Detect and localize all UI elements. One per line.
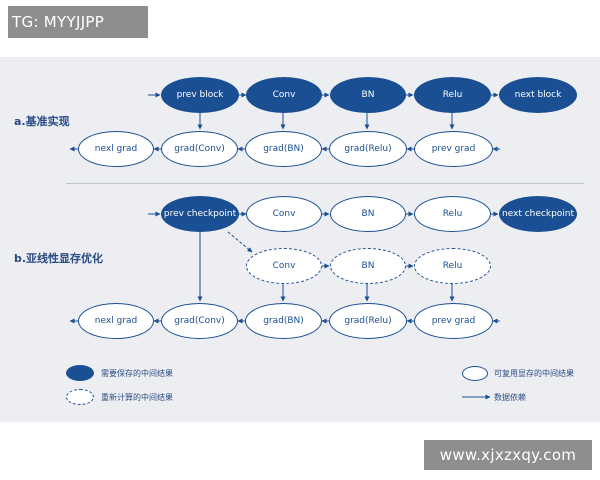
node-a-grad-bn: grad(BN) bbox=[245, 131, 322, 167]
node-b-recompute-bn: BN bbox=[330, 248, 406, 284]
node-a-prev-grad: prev grad bbox=[414, 131, 493, 167]
section-a-label: a.基准实现 bbox=[14, 115, 70, 128]
watermark-top: TG: MYYJJPP bbox=[8, 6, 148, 38]
node-a-grad-relu: grad(Relu) bbox=[329, 131, 407, 167]
node-b-next-checkpoint: next checkpoint bbox=[499, 196, 577, 232]
node-a-next-block: next block bbox=[499, 77, 577, 113]
legend-dependency-label: 数据依赖 bbox=[494, 393, 526, 402]
node-a-bn: BN bbox=[330, 77, 406, 113]
legend-reusable-label: 可复用显存的中间结果 bbox=[494, 369, 574, 378]
diagram-panel bbox=[0, 57, 600, 422]
node-b-grad-bn: grad(BN) bbox=[245, 303, 322, 339]
legend-recomputed-swatch bbox=[66, 389, 94, 405]
section-divider bbox=[66, 183, 584, 184]
node-a-conv: Conv bbox=[246, 77, 322, 113]
legend-recomputed-label: 重新计算的中间结果 bbox=[101, 393, 173, 402]
legend-kept-swatch bbox=[66, 365, 94, 381]
edge-b-recomp-start bbox=[227, 231, 253, 253]
legend-reusable-swatch bbox=[462, 366, 488, 381]
section-b-label: b.亚线性显存优化 bbox=[14, 252, 104, 265]
node-b-grad-conv: grad(Conv) bbox=[161, 303, 238, 339]
node-b-prev-grad: prev grad bbox=[414, 303, 493, 339]
node-b-recompute-relu: Relu bbox=[414, 248, 491, 284]
node-b-grad-relu: grad(Relu) bbox=[329, 303, 407, 339]
legend-kept-label: 需要保存的中间结果 bbox=[101, 369, 173, 378]
node-a-relu: Relu bbox=[414, 77, 491, 113]
node-b-prev-checkpoint: prev checkpoint bbox=[161, 196, 239, 232]
watermark-bottom: www.xjxzxqy.com bbox=[424, 440, 592, 470]
node-a-grad-conv: grad(Conv) bbox=[161, 131, 238, 167]
node-b-recompute-conv: Conv bbox=[246, 248, 322, 284]
node-a-nexl-grad: nexl grad bbox=[78, 131, 154, 167]
node-b-relu: Relu bbox=[414, 196, 491, 232]
node-b-conv: Conv bbox=[246, 196, 322, 232]
node-b-nexl-grad: nexl grad bbox=[78, 303, 154, 339]
node-b-bn: BN bbox=[330, 196, 406, 232]
node-a-prev-block: prev block bbox=[161, 77, 239, 113]
